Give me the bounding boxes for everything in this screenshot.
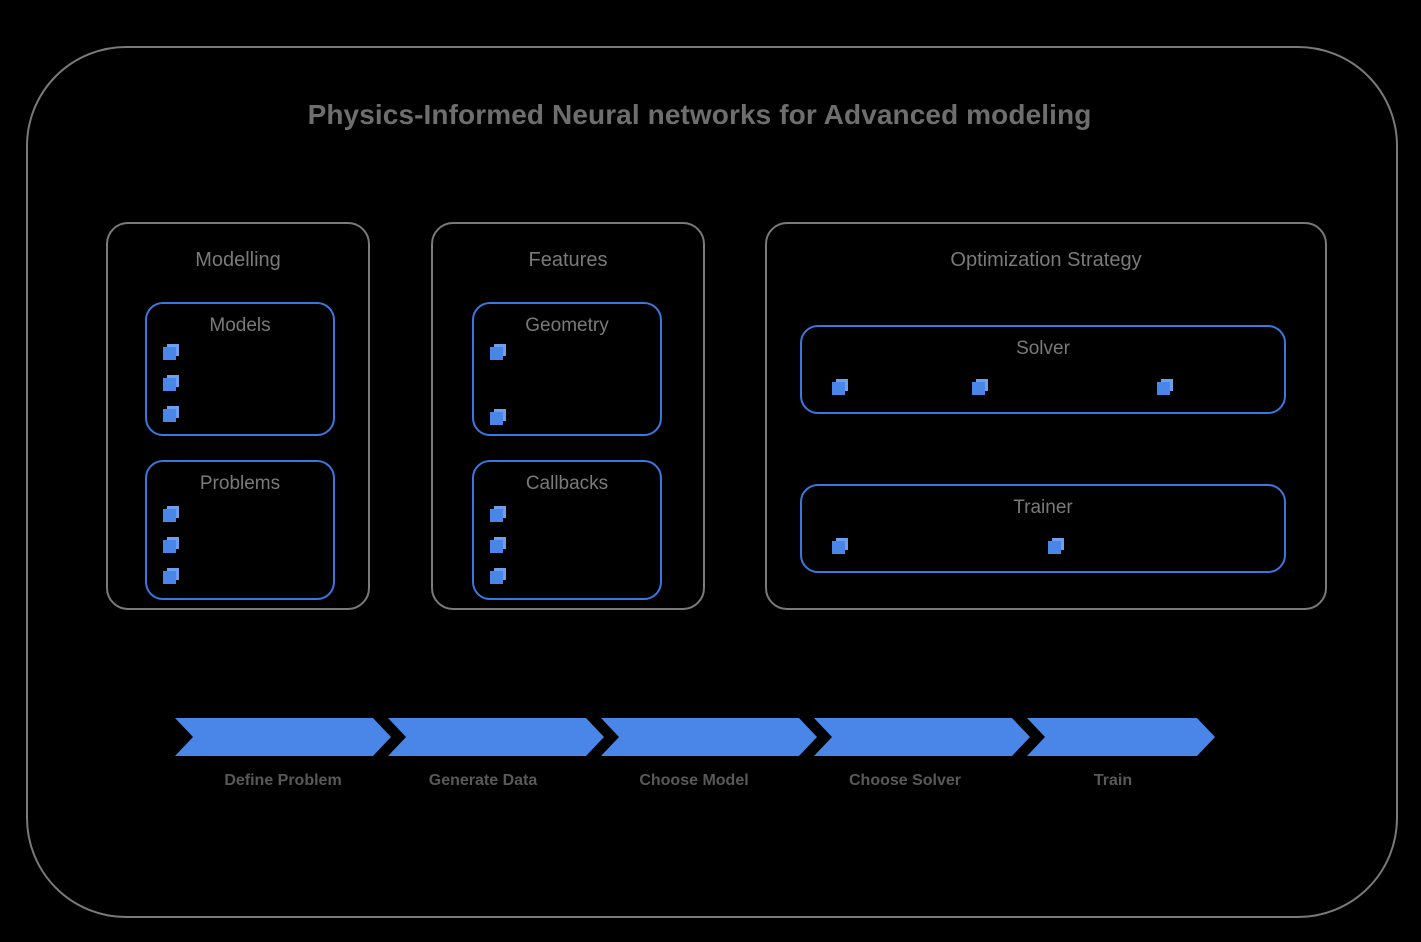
bullet-front-face — [163, 571, 176, 584]
pipeline-step-2-label: Generate Data — [428, 772, 538, 789]
box-trainer-title: Trainer — [1013, 497, 1073, 518]
diagram-outer-frame — [26, 46, 1398, 918]
box-solver: Solver — [800, 325, 1286, 414]
bullet-front-face — [1048, 541, 1061, 554]
bullet-item — [163, 344, 179, 360]
group-features: Features — [431, 222, 705, 610]
group-modelling-title: Modelling — [195, 249, 281, 271]
bullet-item — [972, 379, 988, 395]
box-problems-title: Problems — [199, 473, 281, 494]
pipeline-step-3-label: Choose Model — [639, 772, 749, 789]
diagram-title: Physics-Informed Neural networks for Adv… — [0, 99, 1421, 131]
pipeline-step-5-chevron[interactable] — [1027, 718, 1215, 756]
bullet-front-face — [832, 541, 845, 554]
bullet-item — [490, 409, 506, 425]
box-trainer: Trainer — [800, 484, 1286, 573]
bullet-front-face — [163, 540, 176, 553]
bullet-front-face — [490, 571, 503, 584]
bullet-front-face — [490, 509, 503, 522]
pipeline-step-4-label: Choose Solver — [848, 772, 962, 789]
pipeline-step-5-label: Train — [1093, 772, 1133, 789]
bullet-front-face — [490, 347, 503, 360]
bullet-item — [1157, 379, 1173, 395]
bullet-front-face — [490, 540, 503, 553]
bullet-item — [163, 537, 179, 553]
box-models-title: Models — [209, 315, 271, 336]
bullet-front-face — [972, 382, 985, 395]
pipeline-step-3-chevron[interactable] — [601, 718, 817, 756]
bullet-front-face — [163, 509, 176, 522]
bullet-item — [490, 344, 506, 360]
bullet-item — [490, 506, 506, 522]
bullet-item — [832, 538, 848, 554]
bullet-item — [163, 406, 179, 422]
box-callbacks: Callbacks — [472, 460, 662, 600]
group-optimization-strategy: Optimization Strategy — [765, 222, 1327, 610]
diagram-title-text: Physics-Informed Neural networks for Adv… — [307, 99, 1092, 130]
bullet-front-face — [1157, 382, 1170, 395]
box-geometry-title: Geometry — [525, 315, 609, 336]
bullet-item — [1048, 538, 1064, 554]
workflow-pipeline — [175, 718, 1215, 756]
box-geometry: Geometry — [472, 302, 662, 436]
bullet-item — [163, 568, 179, 584]
bullet-item — [490, 568, 506, 584]
bullet-front-face — [490, 412, 503, 425]
bullet-front-face — [832, 382, 845, 395]
pipeline-step-1-chevron[interactable] — [175, 718, 391, 756]
box-solver-title: Solver — [1016, 338, 1070, 359]
box-models: Models — [145, 302, 335, 436]
box-problems: Problems — [145, 460, 335, 600]
bullet-item — [163, 506, 179, 522]
group-modelling: Modelling — [106, 222, 370, 610]
bullet-front-face — [163, 347, 176, 360]
pipeline-step-1-label: Define Problem — [224, 772, 342, 789]
bullet-front-face — [163, 409, 176, 422]
bullet-item — [832, 379, 848, 395]
pipeline-step-2-chevron[interactable] — [388, 718, 604, 756]
group-features-title: Features — [528, 249, 608, 271]
box-callbacks-title: Callbacks — [525, 473, 609, 494]
group-optimization-strategy-title: Optimization Strategy — [950, 249, 1142, 271]
bullet-item — [490, 537, 506, 553]
bullet-front-face — [163, 378, 176, 391]
pipeline-step-4-chevron[interactable] — [814, 718, 1030, 756]
bullet-item — [163, 375, 179, 391]
